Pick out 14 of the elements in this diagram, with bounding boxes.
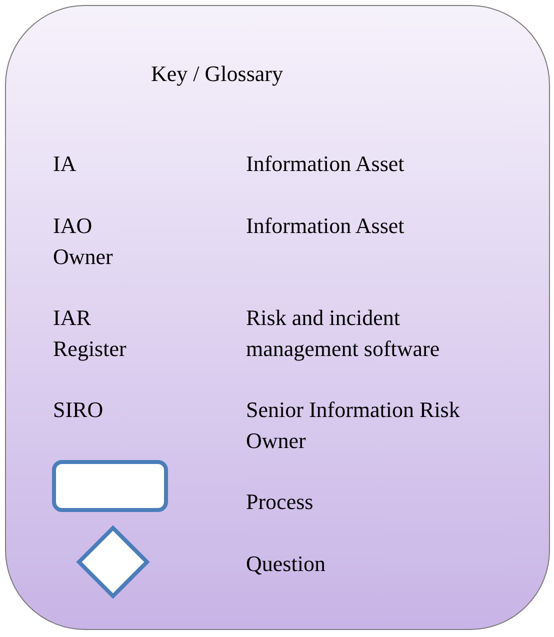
definition: Senior Information Risk Owner (246, 396, 461, 455)
legend-label: Question (246, 550, 326, 578)
abbreviation: SIRO (53, 396, 104, 424)
panel-title: Key / Glossary (151, 60, 283, 88)
legend-label: Process (246, 488, 314, 516)
decision-diamond (76, 525, 150, 599)
definition: Risk and incident management software (246, 304, 441, 363)
definition: Information Asset (246, 212, 406, 240)
process-symbol (52, 460, 168, 512)
abbreviation: IAR Register (53, 304, 128, 363)
abbreviation: IA (53, 150, 78, 178)
glossary-panel (5, 5, 550, 630)
definition: Information Asset (246, 150, 406, 178)
abbreviation: IAO Owner (53, 212, 114, 271)
